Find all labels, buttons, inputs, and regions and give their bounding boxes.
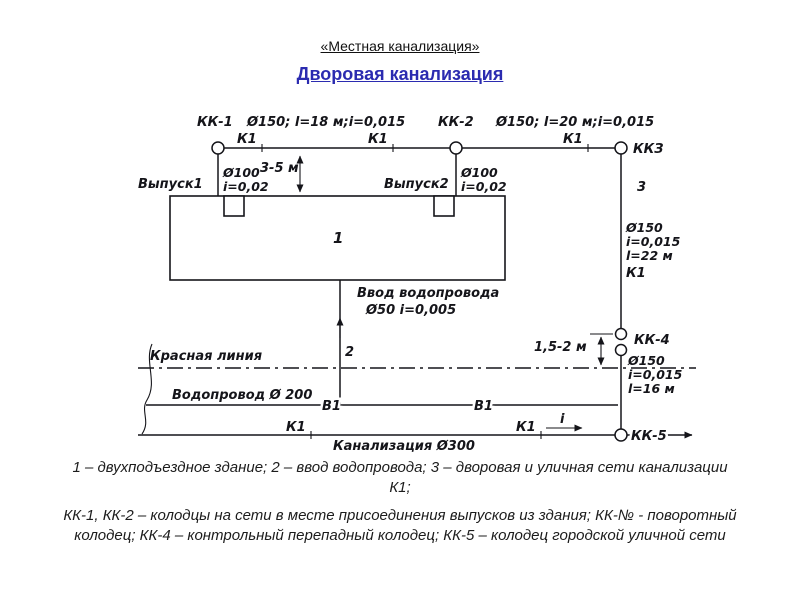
label-k1-bottom-1: К1: [286, 420, 306, 435]
label-red-line: Красная линия: [150, 349, 262, 364]
label-k1-top-1: К1: [237, 132, 257, 147]
label-kk2: КК-2: [438, 115, 474, 130]
label-water-inlet-spec: Ø50 i=0,005: [365, 303, 456, 318]
manhole-kk4-lower: [614, 343, 628, 357]
break-line: [141, 343, 153, 435]
label-street-sewer: Канализация Ø300: [333, 439, 475, 454]
label-kk4-length-16: l=16 м: [628, 381, 675, 396]
label-kk2-pipe-spec: Ø150; l=20 м;i=0,015: [495, 115, 654, 130]
manhole-kk3: [614, 141, 628, 155]
label-vypusk1: Выпуск1: [138, 177, 203, 192]
label-v1-1: В1: [322, 399, 341, 414]
label-vypusk2-slope: i=0,02: [461, 179, 507, 194]
caption-legend-2: КК-1, КК-2 – колодцы на сети в месте при…: [63, 507, 737, 544]
label-kk4-diameter: Ø150: [627, 353, 665, 368]
manhole-kk5: [614, 428, 628, 442]
label-dimension-3-5m: 3-5 м: [260, 161, 299, 176]
label-building-number: 1: [333, 229, 343, 247]
slide-title-text: «Местная канализация»: [320, 38, 480, 54]
manhole-kk1: [211, 141, 225, 155]
label-branch-length-22: l=22 м: [626, 248, 673, 263]
label-kk3: ККЗ: [633, 142, 664, 157]
label-kk1: КК-1: [197, 115, 233, 130]
label-slope-i: i: [560, 412, 565, 427]
label-vypusk2: Выпуск2: [384, 177, 449, 192]
manhole-kk2: [449, 141, 463, 155]
label-branch-slope: i=0,015: [626, 234, 681, 249]
label-vypusk1-slope: i=0,02: [223, 179, 269, 194]
label-callout-2: 2: [345, 345, 354, 360]
label-kk4: КК-4: [634, 333, 670, 348]
label-v1-2: В1: [474, 399, 493, 414]
building-riser-2: [433, 195, 455, 217]
caption-legend-1: 1 – двухподъездное здание; 2 – ввод водо…: [72, 459, 728, 496]
label-vypusk1-diameter: Ø100: [222, 165, 260, 180]
label-water-main: Водопровод Ø 200: [172, 388, 312, 403]
label-k1-top-3: К1: [563, 132, 583, 147]
label-branch-diameter: Ø150: [625, 220, 663, 235]
label-water-inlet: Ввод водопровода: [357, 286, 499, 301]
label-callout-3: 3: [637, 180, 646, 195]
building-riser-1: [223, 195, 245, 217]
label-dimension-1-5-2m: 1,5-2 м: [534, 340, 587, 355]
label-vypusk2-diameter: Ø100: [460, 165, 498, 180]
diagram-title: Дворовая канализация: [0, 64, 800, 85]
label-k1-bottom-2: К1: [516, 420, 536, 435]
label-kk4-slope: i=0,015: [628, 367, 683, 382]
label-k1-top-2: К1: [368, 132, 388, 147]
slide-title: «Местная канализация»: [0, 38, 800, 54]
label-kk5: КК-5: [631, 429, 667, 444]
label-kk1-pipe-spec: Ø150; l=18 м;i=0,015: [246, 115, 405, 130]
manhole-kk4-upper: [614, 327, 628, 341]
label-k1-branch: К1: [626, 266, 646, 281]
diagram-title-text: Дворовая канализация: [296, 64, 504, 84]
